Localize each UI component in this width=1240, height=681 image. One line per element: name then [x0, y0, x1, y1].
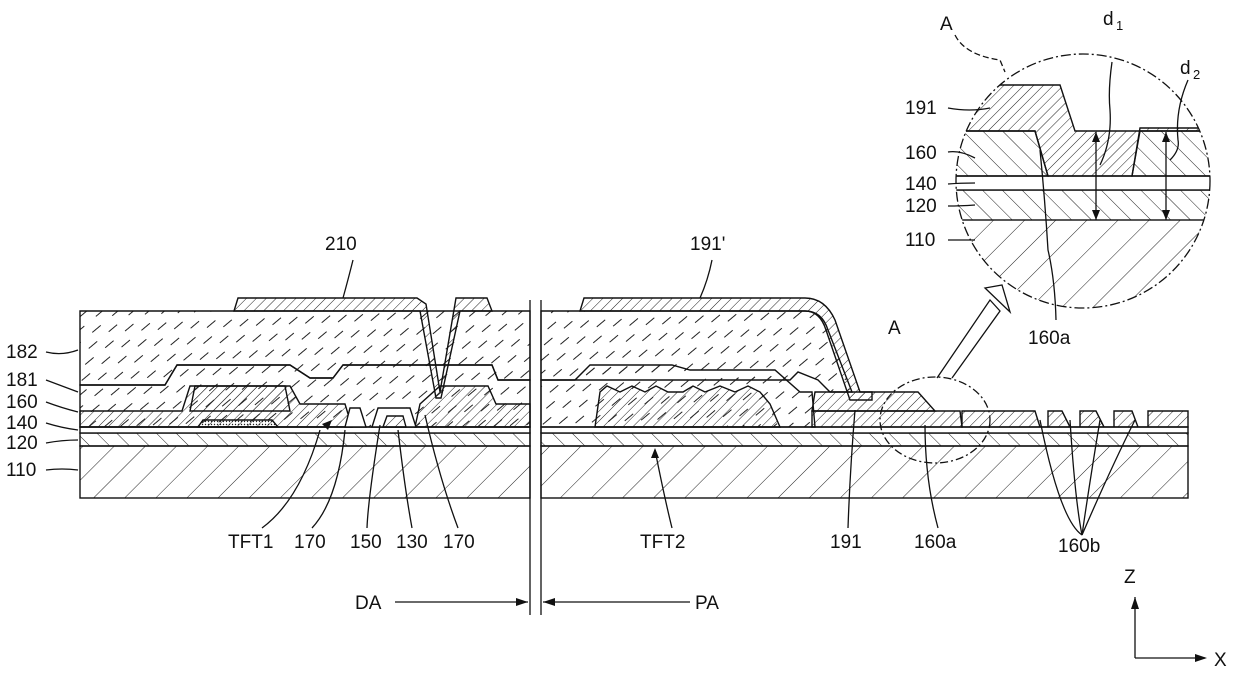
da-arrowhead	[516, 598, 528, 606]
right-section	[541, 298, 1188, 615]
label-160a: 160a	[914, 532, 957, 553]
inset-label-160: 160	[905, 143, 937, 164]
inset-label-a: A	[940, 14, 953, 35]
inset-label-160a: 160a	[1028, 328, 1071, 349]
inset-label-191: 191	[905, 98, 937, 119]
label-130: 130	[396, 532, 428, 553]
x-arrowhead	[1195, 654, 1207, 662]
inset-label-140: 140	[905, 174, 937, 195]
layer-140-left	[80, 427, 530, 433]
layer-160b-stripes	[962, 411, 1188, 427]
label-140: 140	[6, 413, 38, 434]
label-a-small: A	[888, 318, 901, 339]
inset-layer-120	[950, 190, 1220, 220]
magnify-arrow	[937, 300, 1000, 378]
layer-120-right	[541, 433, 1188, 446]
inset-label-110: 110	[905, 230, 935, 251]
axis-indicator	[1131, 597, 1207, 662]
z-arrowhead	[1131, 597, 1139, 609]
inset-a-leader	[955, 35, 1005, 72]
label-tft2: TFT2	[640, 532, 685, 553]
label-da: DA	[355, 593, 382, 614]
label-z: Z	[1124, 567, 1136, 588]
region-arrows	[395, 598, 690, 606]
semiconductor-tft1	[198, 420, 278, 427]
label-182: 182	[6, 342, 38, 363]
inset-label-120: 120	[905, 196, 937, 217]
label-170-right: 170	[443, 532, 475, 553]
inset-label-d2: d	[1180, 58, 1191, 79]
label-x: X	[1214, 650, 1227, 671]
inset-detail-a	[937, 35, 1220, 378]
label-pa: PA	[695, 593, 719, 614]
layer-120-left	[80, 433, 530, 446]
label-110: 110	[6, 460, 36, 481]
label-191: 191	[830, 532, 862, 553]
label-210: 210	[325, 234, 357, 255]
gate-block-tft1	[190, 386, 290, 411]
label-160b: 160b	[1058, 536, 1100, 557]
label-181: 181	[6, 370, 38, 391]
layer-160-pa	[812, 411, 962, 427]
inset-label-d1: d	[1103, 9, 1114, 30]
label-160: 160	[6, 392, 38, 413]
inset-label-d2-sub: 2	[1193, 67, 1200, 82]
inset-layer-140	[950, 176, 1220, 190]
label-tft1: TFT1	[228, 532, 273, 553]
inset-substrate-110	[950, 220, 1220, 320]
left-section	[80, 298, 530, 615]
label-191-prime: 191'	[690, 234, 725, 255]
label-120: 120	[6, 433, 38, 454]
label-150: 150	[350, 532, 382, 553]
layer-160-right-tft2	[595, 386, 780, 427]
pa-arrowhead	[543, 598, 555, 606]
gate-130	[383, 416, 406, 427]
label-170-left: 170	[294, 532, 326, 553]
pad-191	[812, 392, 935, 411]
inset-label-d1-sub: 1	[1116, 18, 1123, 33]
layer-140-right	[541, 427, 1188, 433]
